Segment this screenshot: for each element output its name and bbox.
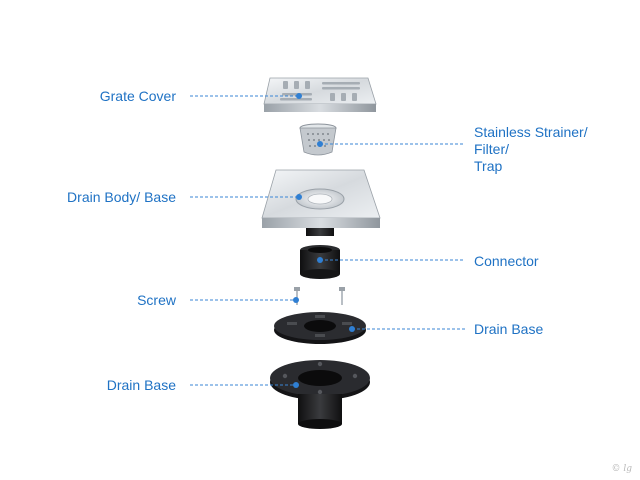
label-strainer-line3: Trap	[474, 158, 503, 174]
drain-base-upper-part	[274, 312, 366, 344]
label-strainer-line1: Stainless Strainer/	[474, 124, 588, 140]
leader-lines	[190, 95, 465, 386]
leader-dots	[293, 93, 355, 388]
screw-part	[294, 287, 345, 305]
label-drain-body: Drain Body/ Base	[67, 189, 176, 205]
label-drain-base-right: Drain Base	[474, 321, 544, 337]
grate-cover-side	[264, 104, 376, 112]
label-connector: Connector	[474, 253, 539, 269]
grate-cover-part	[263, 77, 377, 112]
label-grate-cover: Grate Cover	[99, 88, 176, 104]
drain-base-lower-part	[270, 360, 370, 429]
label-screw: Screw	[137, 292, 176, 308]
strainer-part	[299, 123, 337, 156]
drain-body-part	[261, 169, 381, 236]
watermark: © lg	[611, 464, 632, 474]
label-drain-base-left: Drain Base	[106, 377, 176, 393]
label-strainer-line2: Filter/	[474, 141, 509, 157]
